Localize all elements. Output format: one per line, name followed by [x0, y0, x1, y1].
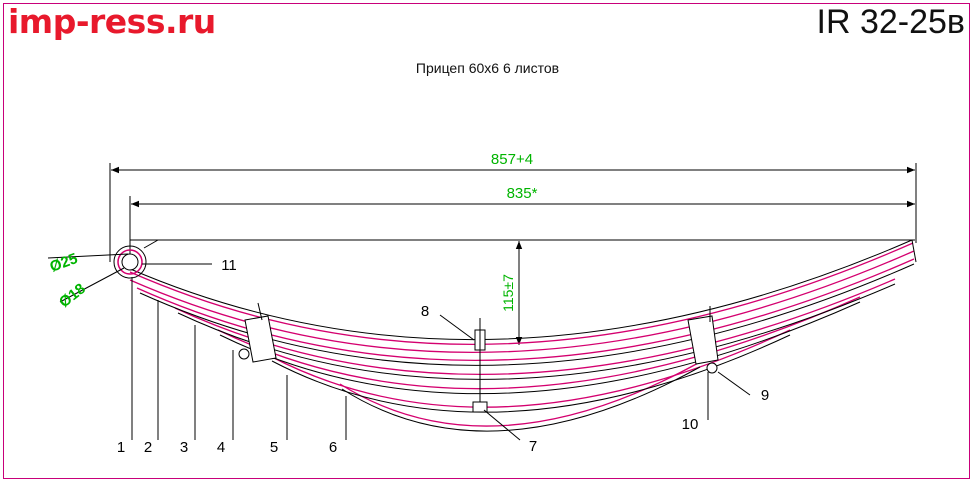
leaf-1-top	[129, 242, 914, 345]
callout-10: 10	[682, 416, 699, 433]
eye-leaf-circle	[117, 249, 143, 275]
callout-5: 5	[270, 439, 278, 456]
eye-inner-diameter-label: Ø18	[56, 280, 89, 311]
callout-11: 11	[221, 257, 237, 274]
spring-eye	[113, 245, 147, 279]
part-code: IR 32-25в	[816, 3, 965, 41]
callout-1: 1	[117, 439, 125, 456]
callout-4: 4	[217, 439, 225, 456]
leaf-2	[136, 258, 915, 361]
eye-tick-leader	[143, 239, 159, 249]
brand-logo-text[interactable]: imp-ress.ru	[8, 2, 216, 41]
callout-3: 3	[180, 439, 188, 456]
callout-labels: 1 2 3 4 5 6 7 8 9 10 11	[117, 257, 769, 456]
clamp-left	[238, 302, 277, 363]
callout-8: 8	[421, 303, 429, 320]
callout-6: 6	[329, 439, 337, 456]
center-distance-label: 835*	[507, 185, 538, 202]
callout-2: 2	[144, 439, 152, 456]
clamp-right	[687, 306, 719, 374]
callout-leaders	[131, 263, 751, 441]
center-bolt	[472, 318, 488, 413]
leaf-5	[269, 329, 791, 408]
eye-outer-circle	[113, 245, 147, 279]
arc-height-label: 115±7	[500, 274, 516, 312]
drawing-frame	[3, 3, 970, 479]
eye-bore-circle	[121, 253, 139, 271]
eye-outer-leader	[47, 253, 129, 259]
leaf-4	[217, 296, 861, 390]
eye-outer-diameter-label: Ø25	[48, 250, 80, 276]
overall-length-label: 857+4	[491, 151, 533, 168]
callout-7: 7	[529, 438, 537, 455]
drawing-title: Прицеп 60х6 6 листов	[415, 60, 560, 76]
callout-9: 9	[761, 387, 769, 404]
leaf-outlines	[127, 239, 917, 432]
leaf-1-bottom	[129, 250, 915, 353]
eye-inner-leader	[59, 267, 125, 303]
